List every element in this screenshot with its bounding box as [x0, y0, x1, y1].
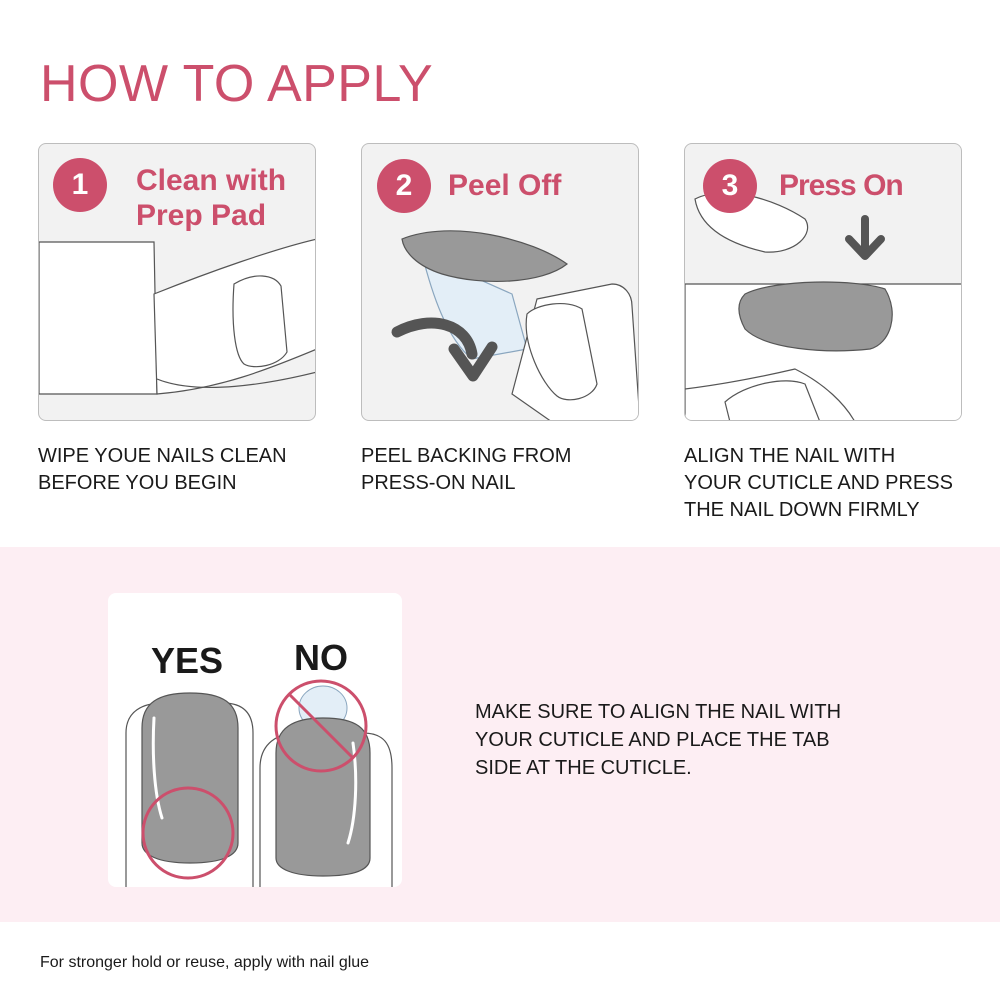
yes-label: YES	[151, 640, 224, 681]
finger-prep-pad-illustration	[39, 238, 315, 395]
peel-off-illustration	[391, 230, 638, 420]
step-2-card: 2 Peel Off	[361, 143, 639, 421]
step-1-label-line1: Clean with	[136, 164, 287, 197]
step-3-description: ALIGN THE NAIL WITH YOUR CUTICLE AND PRE…	[684, 443, 953, 524]
step-3-card: 3 Press On	[684, 143, 962, 421]
step-1-description-line2: BEFORE YOU BEGIN	[38, 472, 237, 494]
yes-no-comparison-card: YES NO	[108, 593, 402, 887]
step-1-badge: 1	[53, 158, 107, 212]
step-3-description-line2: YOUR CUTICLE AND PRESS	[684, 472, 953, 494]
no-label: NO	[294, 637, 348, 678]
alignment-tip-line2: YOUR CUTICLE AND PLACE THE TAB	[475, 729, 830, 751]
alignment-tip-line1: MAKE SURE TO ALIGN THE NAIL WITH	[475, 701, 842, 723]
step-1-label-line2: Prep Pad	[136, 199, 267, 232]
step-3-badge: 3	[703, 159, 757, 213]
step-3-description-line3: THE NAIL DOWN FIRMLY	[684, 499, 920, 521]
step-2-description: PEEL BACKING FROM PRESS-ON NAIL	[361, 443, 571, 497]
yes-no-nail-illustration	[125, 679, 393, 887]
footnote: For stronger hold or reuse, apply with n…	[40, 954, 370, 971]
step-2-badge: 2	[377, 159, 431, 213]
step-2-description-line1: PEEL BACKING FROM	[361, 445, 572, 467]
step-1-description: WIPE YOUE NAILS CLEAN BEFORE YOU BEGIN	[38, 443, 287, 497]
press-on-illustration	[685, 192, 961, 420]
step-3-description-line1: ALIGN THE NAIL WITH	[684, 445, 896, 467]
page-title: HOW TO APPLY	[40, 55, 434, 113]
step-3-label: Press On	[779, 169, 904, 202]
alignment-tip-line3: SIDE AT THE CUTICLE.	[475, 757, 692, 779]
step-1-card: 1 Clean with Prep Pad	[38, 143, 316, 421]
step-2-description-line2: PRESS-ON NAIL	[361, 472, 516, 494]
step-2-label: Peel Off	[448, 169, 562, 202]
alignment-tip: MAKE SURE TO ALIGN THE NAIL WITH YOUR CU…	[475, 698, 895, 782]
step-1-description-line1: WIPE YOUE NAILS CLEAN	[38, 445, 287, 467]
